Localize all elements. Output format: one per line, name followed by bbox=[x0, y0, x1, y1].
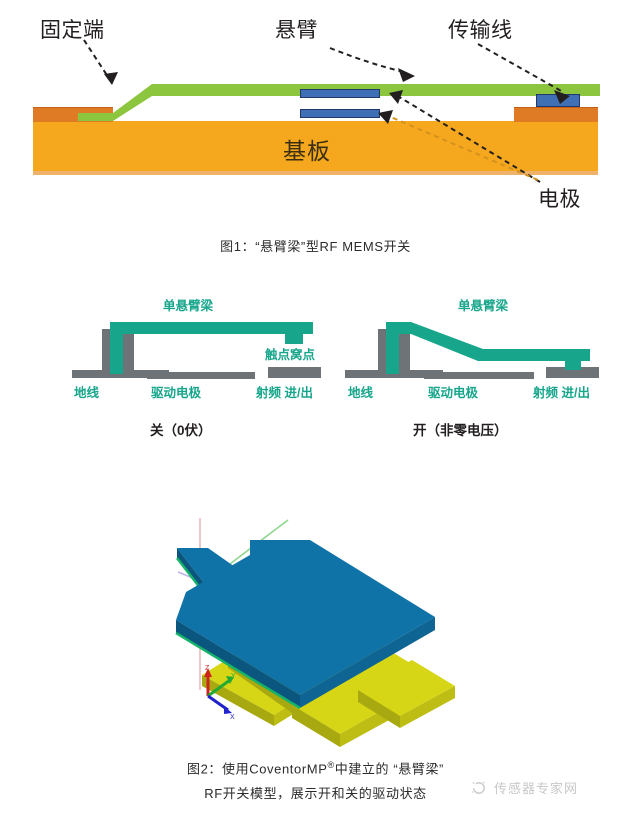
caption-2-line-1b: 中建立的 “悬臂梁” bbox=[334, 761, 444, 777]
label-ground-on: 地线 bbox=[348, 386, 374, 400]
figure-1-cantilever-switch: 固定端 悬臂 传输线 电极 基板 bbox=[0, 0, 631, 222]
cantilever-beam-off bbox=[110, 322, 313, 374]
label-transmission-line: 传输线 bbox=[448, 19, 513, 42]
electrode-pad-front-side bbox=[292, 705, 340, 747]
substrate-bottom-edge bbox=[33, 171, 598, 175]
watermark-logo-icon bbox=[471, 781, 485, 794]
label-rf-off: 射频 进/出 bbox=[256, 386, 313, 400]
cantilever-beam bbox=[78, 84, 600, 121]
figure-3-3d-model: Z Y X bbox=[0, 500, 631, 750]
drive-electrode-pad-off bbox=[147, 372, 255, 379]
axis-x-label: X bbox=[230, 714, 235, 721]
watermark-text: 传感器专家网 bbox=[494, 781, 579, 796]
label-fixed-end: 固定端 bbox=[40, 19, 105, 42]
axis-z-label: Z bbox=[205, 665, 210, 672]
electrode-pad-right-top bbox=[358, 660, 455, 716]
label-ground-off: 地线 bbox=[74, 386, 100, 400]
cantilever-beam-on bbox=[386, 322, 590, 374]
cantilever-plate-left-side bbox=[176, 620, 300, 708]
state-label-off: 关（0伏） bbox=[150, 423, 212, 438]
label-beam-off: 单悬臂梁 bbox=[163, 299, 214, 313]
caption-2-line-2: RF开关模型，展示开和关的驱动状态 bbox=[204, 786, 427, 802]
label-beam-on: 单悬臂梁 bbox=[458, 299, 509, 313]
electrode-upper-middle bbox=[300, 89, 380, 98]
plate-contact-highlight bbox=[175, 631, 301, 710]
electrode-pad-right-side bbox=[358, 690, 400, 728]
arrowhead-electrode-lower bbox=[378, 110, 393, 124]
anchor-pad-right bbox=[514, 107, 598, 122]
axis-y-arrowhead bbox=[226, 676, 234, 684]
label-drive-electrode-on: 驱动电极 bbox=[428, 386, 479, 400]
label-electrode: 电极 bbox=[538, 188, 581, 211]
figure-2-switch-states: 单悬臂梁 触点窝点 地线 驱动电极 射频 进/出 关（0伏） bbox=[0, 282, 631, 452]
caption-2-line-1: 图2：使用CoventorMP bbox=[187, 761, 328, 777]
axis-y-label: Y bbox=[231, 673, 236, 680]
axis-y-line bbox=[207, 678, 231, 698]
caption-figure-2: 图2：使用CoventorMP®中建立的 “悬臂梁” RF开关模型，展示开和关的… bbox=[0, 757, 631, 807]
electrode-pad-right-face bbox=[400, 686, 455, 728]
watermark: 传感器专家网 bbox=[470, 778, 578, 797]
axis-x-arrowhead bbox=[224, 706, 232, 714]
label-cantilever: 悬臂 bbox=[275, 19, 318, 42]
axis-triad: Z Y X bbox=[204, 665, 236, 721]
label-drive-electrode-off: 驱动电极 bbox=[151, 386, 202, 400]
3d-model-canvas: Z Y X bbox=[175, 518, 455, 747]
arrowhead-electrode-upper bbox=[389, 90, 403, 104]
arrowhead-cantilever bbox=[398, 68, 415, 82]
arrowhead-transmission-line bbox=[554, 90, 570, 104]
cantilever-plate-right-side bbox=[300, 617, 435, 708]
cantilever-plate-top bbox=[176, 540, 435, 695]
arrowhead-fixed-end bbox=[104, 72, 118, 85]
registered-mark: ® bbox=[327, 760, 335, 770]
label-dimple-off: 触点窝点 bbox=[265, 348, 316, 362]
drive-electrode-pad-on bbox=[424, 372, 534, 379]
axis-z-arrowhead bbox=[204, 668, 212, 677]
label-substrate: 基板 bbox=[283, 138, 331, 164]
rf-pad-on bbox=[546, 367, 599, 378]
label-rf-on: 射频 进/出 bbox=[533, 386, 590, 400]
rf-pad-off bbox=[268, 367, 321, 378]
state-label-on: 开（非零电压） bbox=[413, 423, 508, 438]
substrate-block bbox=[33, 121, 598, 171]
figure-1-leader-lines bbox=[83, 39, 570, 183]
caption-figure-1: 图1：“悬臂梁”型RF MEMS开关 bbox=[220, 239, 411, 254]
